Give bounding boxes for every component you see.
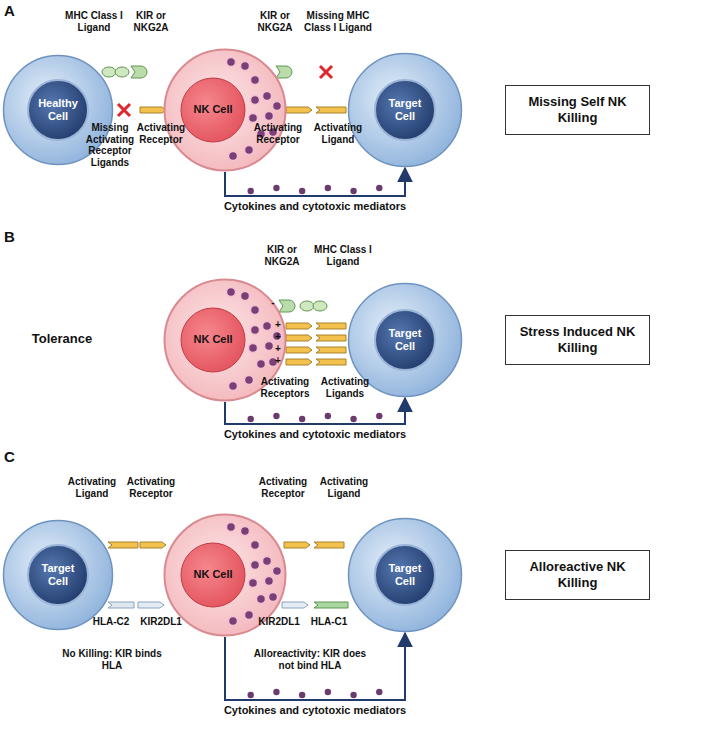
part-label: HLA-C2 [88,616,134,628]
part-label: Activating Ligands [316,376,374,399]
panel-letter: B [4,228,20,245]
part-label: Activating Ligand [310,122,366,145]
edge-label: Cytokines and cytotoxic mediators [221,200,409,212]
panel-letter: A [4,2,20,19]
box-title: Alloreactive NK Killing [514,559,641,590]
cytokine-dot [248,416,254,422]
cytokine-dot [350,416,356,422]
cytokine-arrow [225,633,405,700]
cytokine-dot [273,185,279,191]
part-label: Missing Activating Receptor Ligands [82,122,138,168]
part-label: + [273,319,283,331]
part-label: MHC Class I Ligand [312,244,374,267]
cytokine-dot [299,692,305,698]
target-cell: Target Cell [347,517,463,633]
part-label: + [273,355,283,367]
cytokine-dot [299,188,305,194]
part-label: Activating Receptor [254,476,312,499]
cell-name: Target Cell [377,327,433,353]
cytokine-dot [325,413,331,419]
part-label: + [273,343,283,355]
cytokine-dot [273,689,279,695]
cytokine-dot [325,689,331,695]
part-label: KIR2DL1 [254,616,304,628]
part-label: KIR or NKG2A [124,10,178,33]
cytokine-arrow [225,398,405,424]
target-cell: Target Cell [2,519,114,631]
part-label: Activating Receptors [256,376,314,399]
part-label: Activating Receptor [250,122,306,145]
cytokine-dot [299,416,305,422]
cytokine-dot [350,188,356,194]
box-title: Stress Induced NK Killing [514,324,641,355]
cytokine-dot [376,689,382,695]
cytokine-dot [325,185,331,191]
part-label: Activating Receptor [122,476,180,499]
part-label: MHC Class I Ligand [64,10,124,33]
part-label: Missing MHC Class I Ligand [304,10,372,33]
part-label: - [268,297,278,309]
edge-label: Cytokines and cytotoxic mediators [221,704,409,716]
part-label: No Killing: KIR binds HLA [56,648,168,671]
cell-name: NK Cell [185,333,241,346]
part-label: Activating Ligand [316,476,372,499]
cell-name: Healthy Cell [30,97,86,123]
cytokine-dot [273,413,279,419]
process-box: Alloreactive NK Killing [505,550,650,600]
part-label: KIR or NKG2A [248,10,302,33]
cytokine-arrow [225,168,405,196]
part-label: Activating Ligand [64,476,120,499]
nk-cell: NK Cell [163,48,287,172]
part-label: Activating Receptor [134,122,188,145]
cell-name: Target Cell [30,562,86,588]
cell-name: Target Cell [377,562,433,588]
cytokine-dot [350,692,356,698]
cytokine-dot [248,188,254,194]
box-title: Missing Self NK Killing [514,94,641,125]
target-cell: Target Cell [347,52,463,168]
process-box: Stress Induced NK Killing [505,315,650,365]
edge-label: Cytokines and cytotoxic mediators [221,428,409,440]
cell-name: Target Cell [377,97,433,123]
part-label: Alloreactivity: KIR does not bind HLA [248,648,372,671]
part-label: + [273,331,283,343]
panel-letter: C [4,448,20,465]
part-label: Tolerance [22,332,102,347]
cytokine-dot [376,185,382,191]
cell-name: NK Cell [185,568,241,581]
cell-name: NK Cell [185,103,241,116]
part-label: HLA-C1 [306,616,352,628]
cytokine-dot [376,413,382,419]
part-label: KIR2DL1 [136,616,186,628]
process-box: Missing Self NK Killing [505,85,650,135]
part-label: KIR or NKG2A [254,244,310,267]
cytokine-dot [248,692,254,698]
